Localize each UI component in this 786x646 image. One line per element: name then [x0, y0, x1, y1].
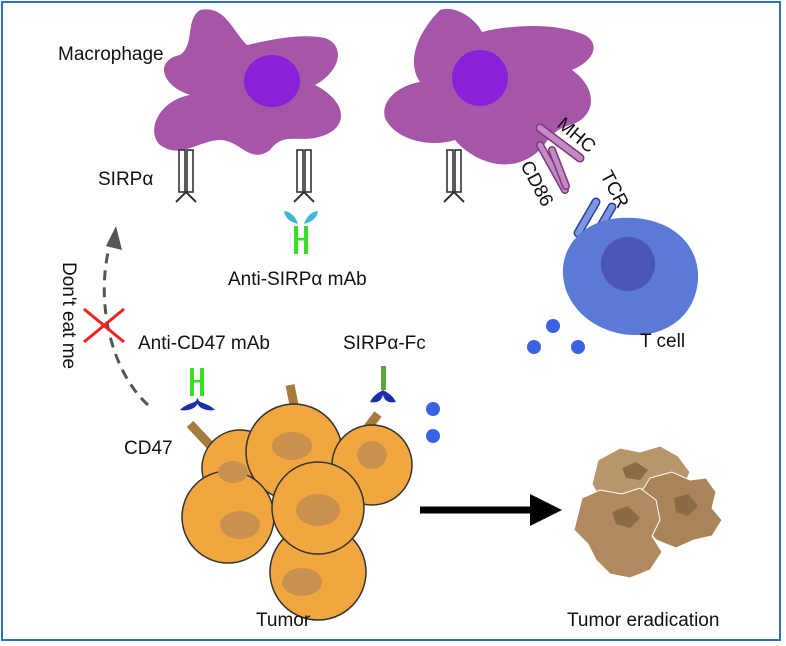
block-x-mark: [83, 307, 125, 344]
sirpa-fc-protein: [370, 366, 396, 403]
cd86-molecule: [536, 141, 570, 194]
label-dont-eat-me: Don't eat me: [58, 262, 79, 369]
macrophage-right-nucleus: [452, 50, 508, 106]
tumor-nuclei: [218, 432, 387, 596]
sirpa-receptor-1: [175, 149, 197, 203]
label-tumor: Tumor: [256, 610, 311, 631]
label-anti-sirpa: Anti-SIRPα mAb: [228, 269, 367, 290]
mhc-molecule: [535, 123, 585, 163]
dont-eat-me-arrow: [102, 243, 150, 407]
dont-eat-me-arrowhead: [106, 226, 122, 250]
label-macrophage: Macrophage: [58, 44, 164, 65]
label-cd47: CD47: [124, 438, 173, 459]
eradication-arrow: [420, 494, 562, 526]
label-t-cell: T cell: [640, 331, 685, 352]
label-anti-cd47: Anti-CD47 mAb: [138, 333, 270, 354]
cytokine-dots-tcell: [527, 319, 585, 354]
cytokine-dots-tumor: [426, 402, 440, 443]
label-tumor-eradication: Tumor eradication: [567, 610, 719, 631]
label-sirpa: SIRPα: [98, 169, 153, 190]
label-tcr: TCR: [596, 167, 633, 211]
anti-cd47-antibody: [180, 368, 215, 411]
anti-sirpa-antibody: [284, 211, 318, 254]
sirpa-receptor-2: [293, 149, 315, 203]
eradicated-tumor: [573, 445, 723, 579]
t-cell: [562, 197, 699, 336]
sirpa-receptor-3: [443, 149, 465, 203]
macrophage-left-nucleus: [244, 55, 300, 107]
t-cell-nucleus: [601, 237, 655, 291]
label-sirpa-fc: SIRPα-Fc: [343, 333, 426, 354]
macrophage-left: [154, 9, 342, 155]
tumor: [181, 384, 413, 621]
